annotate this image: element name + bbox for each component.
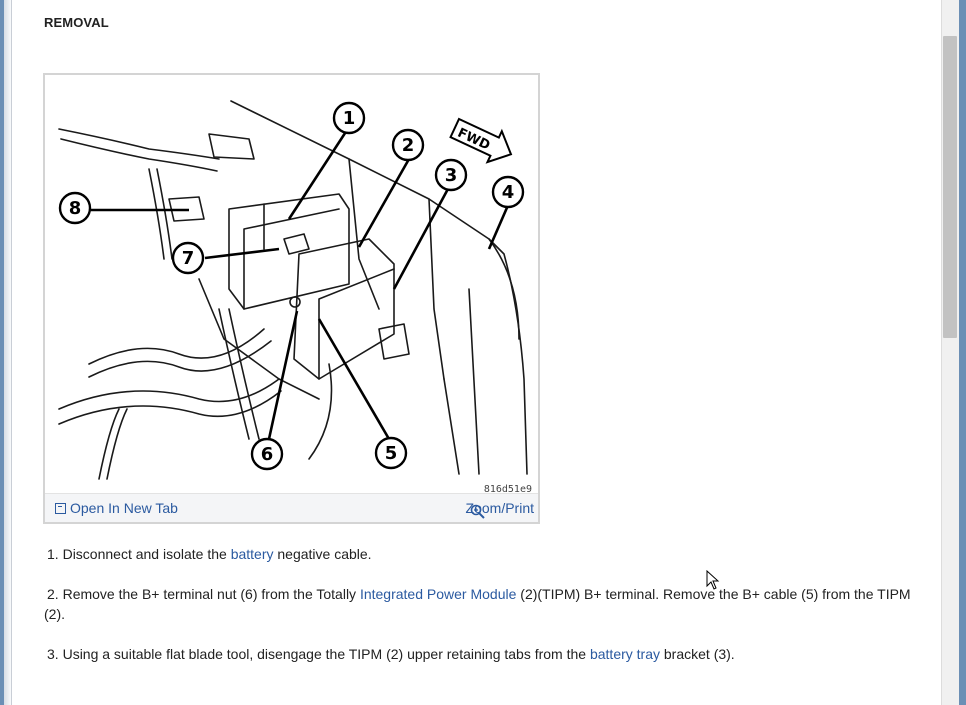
step-number: 3. [47, 646, 59, 662]
battery-tray-link[interactable]: battery tray [589, 646, 660, 662]
step-number: 2. [47, 586, 59, 602]
step-number: 1. [47, 546, 59, 562]
scrollbar-thumb[interactable] [943, 36, 957, 338]
step-text: Using a suitable flat blade tool, diseng… [62, 646, 590, 662]
step-text: Remove the B+ terminal nut (6) from the … [62, 586, 360, 602]
figure-container: 1 2 3 4 5 6 7 8 FWD 816d51e9 Open In New… [43, 73, 540, 524]
step-text: bracket (3). [660, 646, 735, 662]
battery-link[interactable]: battery [230, 546, 274, 562]
callout-7: 7 [182, 248, 195, 269]
callout-5: 5 [385, 443, 398, 464]
step-text: negative cable. [273, 546, 372, 562]
zoom-print-link[interactable]: Zoom/Print [465, 500, 534, 519]
window-frame-left [0, 0, 12, 705]
callout-3: 3 [445, 165, 458, 186]
window-frame-divider [11, 0, 12, 705]
figure-code: 816d51e9 [483, 484, 532, 495]
callout-4: 4 [502, 182, 515, 203]
step-2: 2. Remove the B+ terminal nut (6) from t… [44, 584, 924, 624]
open-new-tab-icon [55, 502, 66, 514]
engine-bay-illustration: 1 2 3 4 5 6 7 8 FWD [58, 100, 528, 480]
figure-toolbar: Open In New Tab Zoom/Print [45, 493, 538, 522]
callout-circles [58, 101, 525, 471]
callout-8: 8 [69, 198, 82, 219]
open-new-tab-label: Open In New Tab [70, 500, 178, 516]
integrated-power-module-link[interactable]: Integrated Power Module [359, 586, 517, 602]
mouse-cursor-icon [706, 570, 720, 590]
zoom-icon [470, 504, 485, 519]
step-3: 3. Using a suitable flat blade tool, dis… [44, 644, 924, 664]
callout-1: 1 [343, 108, 356, 129]
section-heading: REMOVAL [44, 15, 109, 30]
callout-2: 2 [402, 135, 415, 156]
step-text: (2)(TIPM) B+ terminal. Remove the B+ cab… [44, 586, 911, 622]
callout-6: 6 [261, 444, 274, 465]
open-new-tab-link[interactable]: Open In New Tab [55, 500, 178, 516]
zoom-print-label: Zoom/Print [465, 500, 534, 516]
step-text: Disconnect and isolate the [62, 546, 231, 562]
window-frame-right [959, 0, 966, 705]
step-1: 1. Disconnect and isolate the battery ne… [44, 544, 924, 564]
